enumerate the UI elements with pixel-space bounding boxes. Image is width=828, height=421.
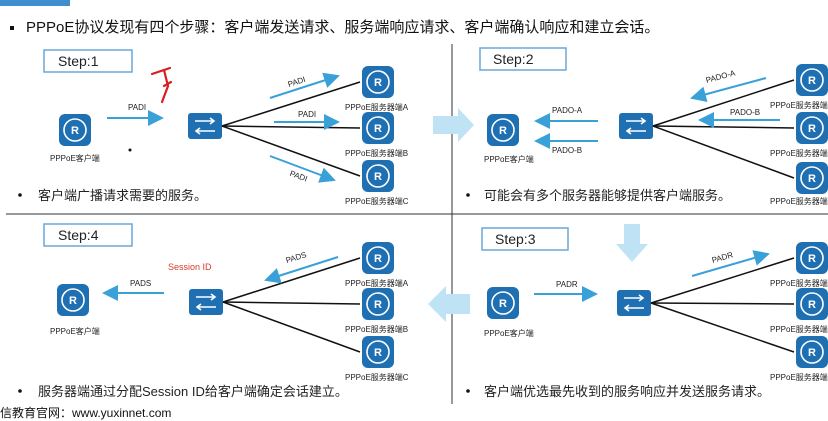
step3-server-a-icon (795, 241, 828, 275)
step4-link-b (222, 301, 361, 305)
step2-panel: Step:2 PPPoE客户端 PADO-A PADO-B PADO-A PAD… (466, 47, 828, 206)
step2-link-c (652, 125, 795, 179)
step1-client-msg: PADI (128, 103, 146, 112)
step3-client-router-icon (486, 286, 520, 320)
step4-server-c-icon (361, 335, 395, 369)
step3-server-a-label: PPPoE服务器端A (770, 278, 828, 288)
step3-server-b-label: PPPoE服务器端B (770, 324, 828, 334)
step3-title: Step:3 (495, 231, 536, 247)
step2-switch-icon (618, 112, 654, 140)
step2-note: 可能会有多个服务器能够提供客户端服务。 (484, 188, 731, 203)
step1-client-router-icon (58, 113, 92, 147)
step3-link-b (650, 302, 795, 305)
step2-server-c-label: PPPoE服务器端C (770, 196, 828, 206)
step4-server-b-label: PPPoE服务器端B (345, 324, 408, 334)
step3-title-box (481, 227, 569, 251)
step2-server-a-label: PPPoE服务器端A (770, 100, 828, 110)
step1-note: 客户端广播请求需要的服务。 (38, 188, 207, 203)
step4-switch-icon (188, 288, 224, 316)
step3-note-bullet (466, 389, 470, 393)
step3-to-step4-arrow (428, 286, 470, 322)
step4-server-arrow (264, 256, 339, 284)
step4-note: 服务器端通过分配Session ID给客户端确定会话建立。 (38, 384, 348, 399)
step4-link-a (222, 257, 361, 303)
step3-client-msg: PADR (556, 280, 578, 289)
step3-server-b-icon (795, 287, 828, 321)
step3-server-msg: PADR (711, 250, 734, 265)
step4-panel: Step:4 PPPoE客户端 PADS Session ID PADS PPP… (18, 223, 409, 399)
step2-title: Step:2 (493, 51, 534, 67)
step2-link-b (652, 125, 795, 129)
step1-title: Step:1 (58, 53, 99, 69)
step1-link-c (221, 125, 361, 177)
step4-client-label: PPPoE客户端 (50, 326, 100, 336)
step1-server-c-label: PPPoE服务器端C (345, 196, 409, 206)
header-bullet: PPPoE协议发现有四个步骤：客户端发送请求、服务端响应请求、客户端确认响应和建… (10, 16, 659, 37)
step1-title-box (43, 49, 133, 73)
step3-link-a (650, 257, 795, 304)
step2-note-bullet (466, 193, 470, 197)
step3-panel: Step:3 PPPoE客户端 PADR PADR PPPoE服务器端A PPP… (466, 227, 828, 399)
step2-server-msg-a: PADO-A (705, 68, 737, 85)
step4-client-router-icon (56, 283, 90, 317)
step2-server-arrow-a (690, 77, 767, 103)
step4-client-msg: PADS (130, 279, 151, 288)
footer-website: 信教育官网：www.yuxinnet.com (0, 406, 172, 420)
step4-title: Step:4 (58, 227, 99, 243)
step3-server-arrow (691, 250, 770, 277)
step4-link-c (222, 301, 361, 353)
step1-to-step2-arrow (433, 108, 474, 142)
step4-server-a-label: PPPoE服务器端A (345, 278, 409, 288)
step3-switch-icon (616, 289, 652, 317)
step4-server-b-icon (361, 287, 395, 321)
step1-server-b-label: PPPoE服务器端B (345, 148, 408, 158)
step2-client-label: PPPoE客户端 (484, 154, 534, 164)
handwritten-annotation-mark (150, 66, 173, 104)
step1-msg-b: PADI (298, 110, 316, 119)
step4-server-msg: PADS (285, 250, 308, 265)
step4-title-box (43, 223, 133, 247)
step1-client-label: PPPoE客户端 (50, 153, 100, 163)
step1-panel: Step:1 PPPoE客户端 PADI PADI PADI PADI PPPo… (18, 49, 409, 206)
step1-arrow-c (269, 155, 336, 183)
step3-client-label: PPPoE客户端 (484, 328, 534, 338)
step3-server-c-label: PPPoE服务器端C (770, 372, 828, 382)
step1-server-c-icon (361, 159, 395, 193)
step4-server-a-icon (361, 241, 395, 275)
session-id-label: Session ID (168, 262, 212, 272)
step2-to-step3-arrow (616, 224, 648, 262)
header-text: PPPoE协议发现有四个步骤：客户端发送请求、服务端响应请求、客户端确认响应和建… (26, 19, 660, 36)
step1-arrow-a (269, 72, 340, 99)
step1-note-bullet (18, 193, 22, 197)
step3-server-c-icon (795, 335, 828, 369)
step2-server-b-label: PPPoE服务器端B (770, 148, 828, 158)
step2-server-msg-b: PADO-B (730, 108, 760, 117)
step2-client-msg-b: PADO-B (552, 146, 582, 155)
step1-server-a-icon (361, 65, 395, 99)
step2-title-box (479, 47, 567, 71)
top-accent-bar (0, 0, 70, 6)
step4-server-c-label: PPPoE服务器端C (345, 372, 409, 382)
step1-server-b-icon (361, 111, 395, 145)
step1-link-a (221, 81, 361, 127)
step2-server-a-icon (795, 63, 828, 97)
stray-dot (128, 148, 132, 152)
step2-client-msg-a: PADO-A (552, 106, 583, 115)
step2-link-a (652, 79, 795, 127)
step2-client-router-icon (486, 113, 520, 147)
step3-link-c (650, 302, 795, 353)
step2-server-c-icon (795, 161, 828, 195)
step1-msg-c: PADI (289, 169, 309, 184)
step1-link-b (221, 125, 361, 129)
step1-switch-icon (187, 112, 223, 140)
step3-note: 客户端优选最先收到的服务响应并发送服务请求。 (484, 384, 770, 399)
bullet-dot (10, 26, 14, 31)
step1-server-a-label: PPPoE服务器端A (345, 102, 409, 112)
step2-server-b-icon (795, 111, 828, 145)
step4-note-bullet (18, 389, 22, 393)
